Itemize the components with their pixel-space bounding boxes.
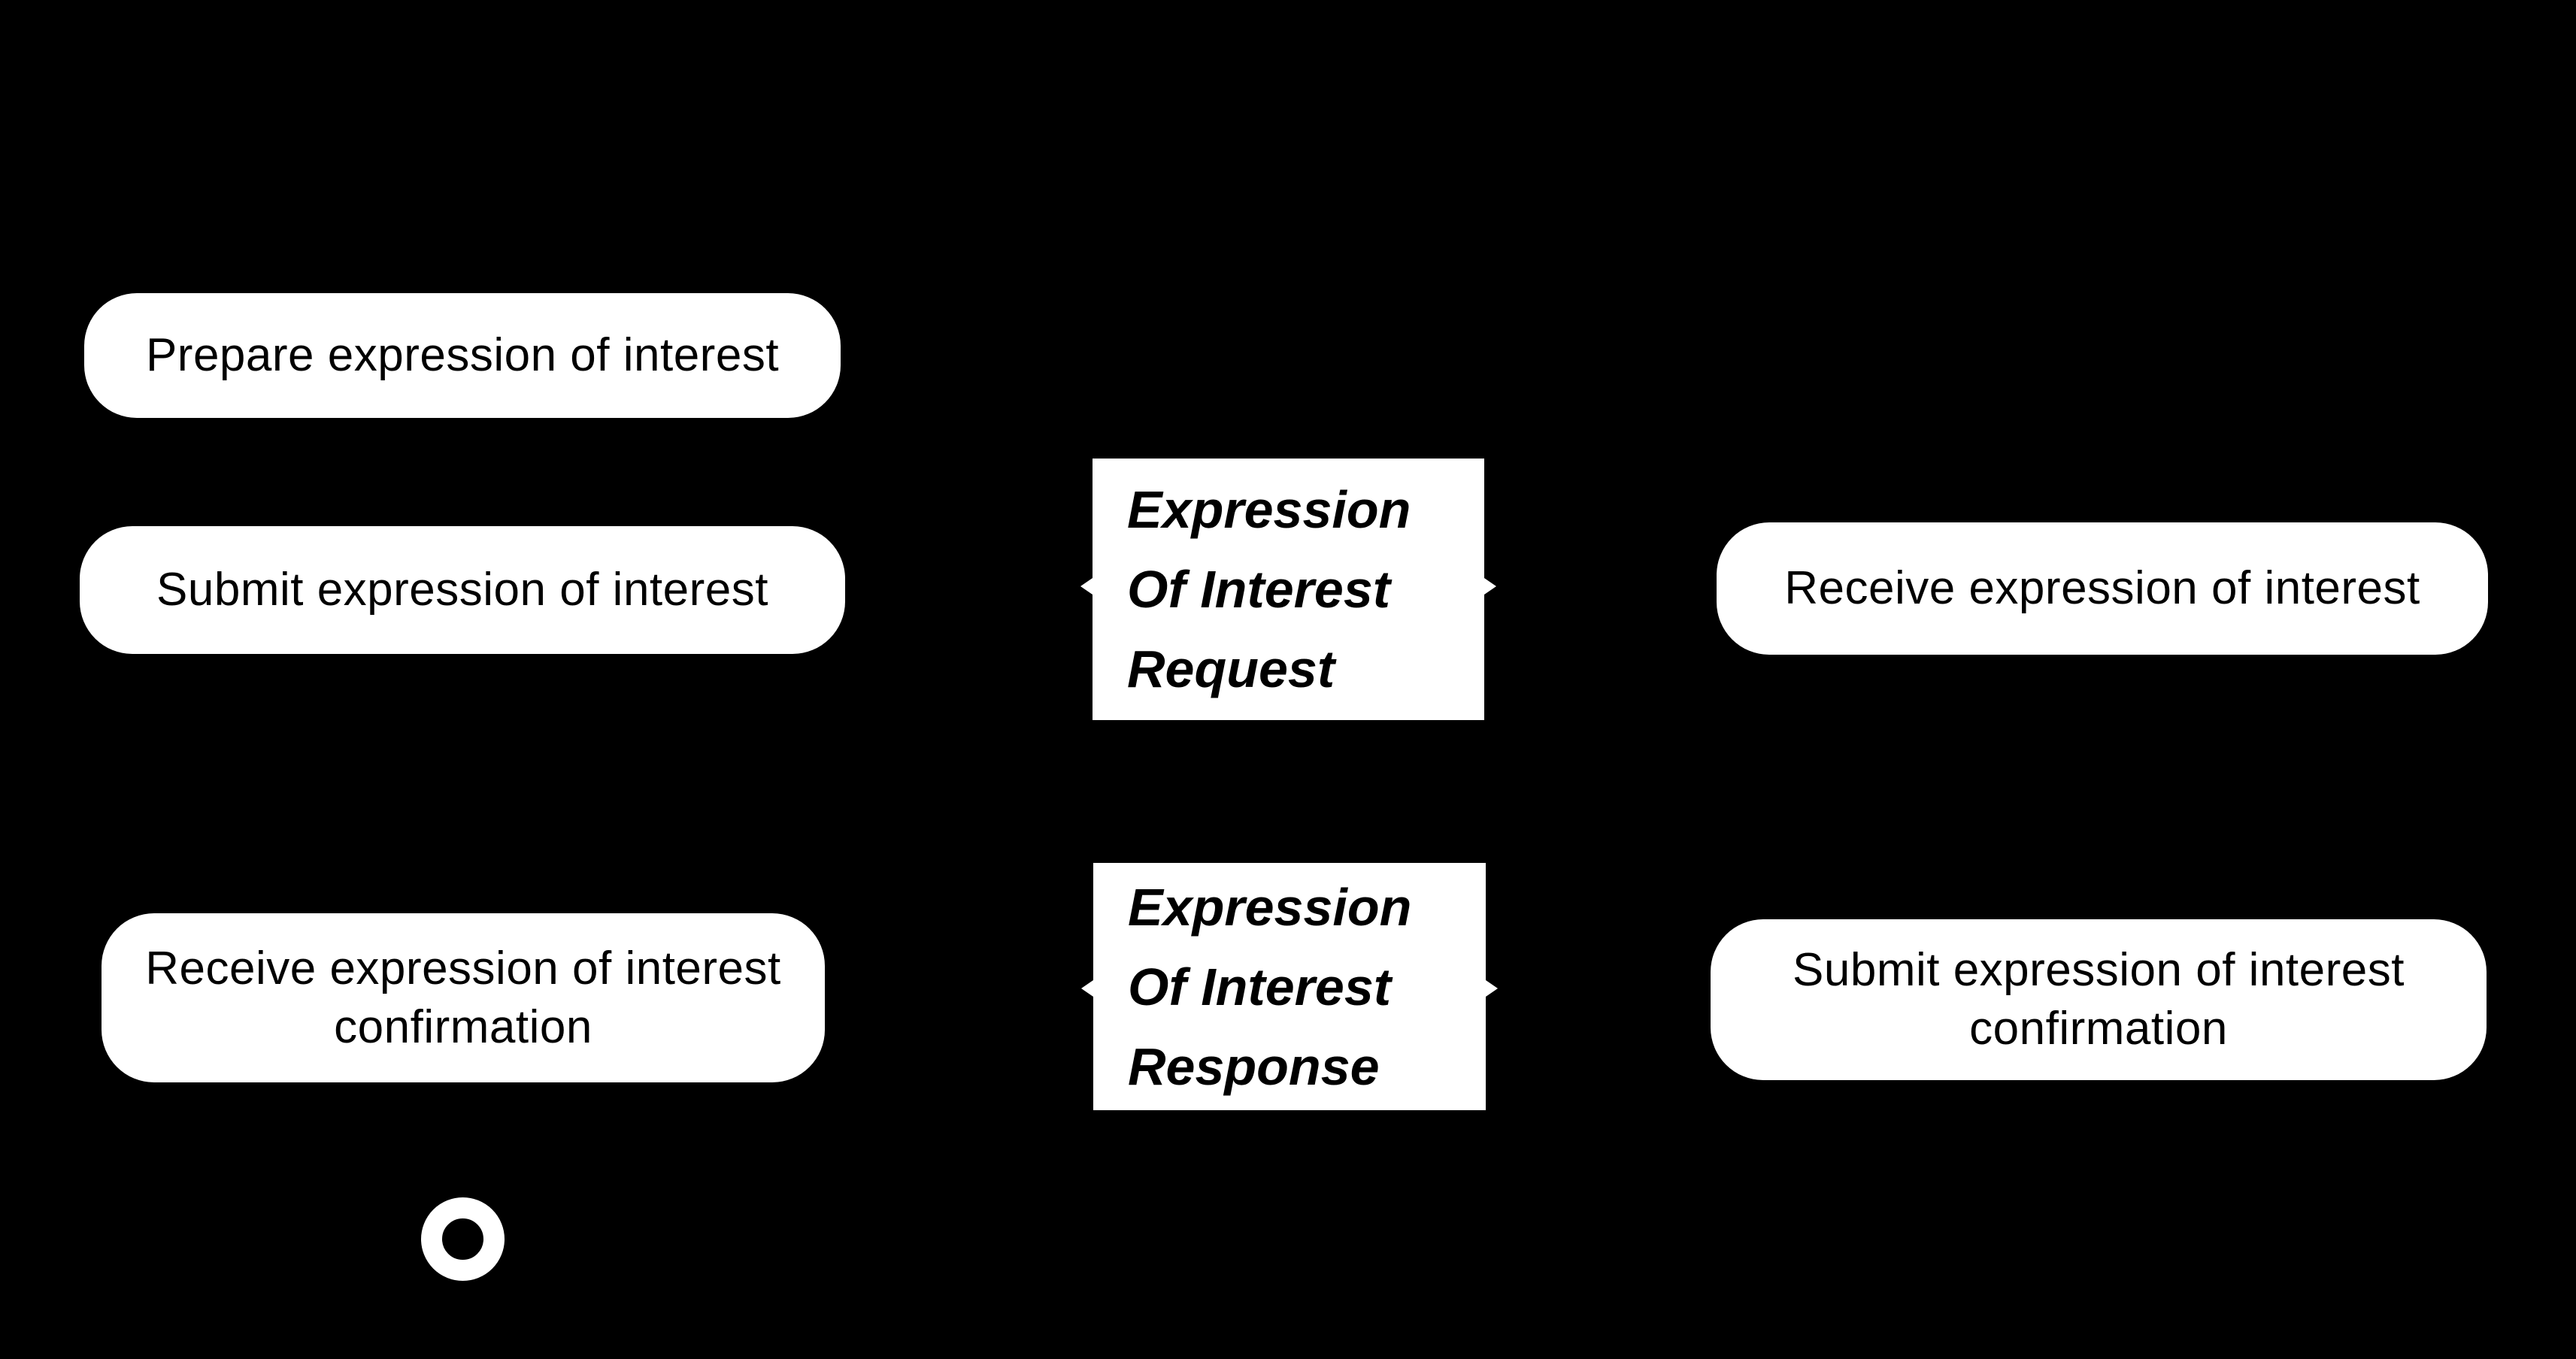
task-label: Receive expression of interest confirmat… bbox=[123, 940, 804, 1057]
message-arrowhead-tip-icon bbox=[1484, 578, 1496, 595]
message-label-line: Of Interest bbox=[1128, 957, 1392, 1016]
message-expression-of-interest-response: Expression Of Interest Response bbox=[1093, 863, 1486, 1110]
task-label-line: Submit expression of interest bbox=[1793, 944, 2405, 996]
task-label: Submit expression of interest bbox=[156, 564, 768, 616]
message-arrowhead-tip-icon bbox=[1081, 980, 1093, 997]
task-label-line: confirmation bbox=[334, 1000, 592, 1053]
message-label-line: Request bbox=[1127, 640, 1335, 698]
message-label-line: Of Interest bbox=[1127, 560, 1391, 619]
task-label-line: Receive expression of interest bbox=[145, 942, 781, 994]
message-arrowhead-tip-icon bbox=[1080, 578, 1093, 595]
message-label-line: Response bbox=[1128, 1037, 1380, 1096]
message-label-line: Expression bbox=[1128, 877, 1412, 937]
message-label-line: Expression bbox=[1127, 480, 1411, 539]
task-receive-expression-of-interest: Receive expression of interest bbox=[1717, 522, 2488, 655]
end-event-icon bbox=[421, 1197, 505, 1281]
task-receive-expression-of-interest-confirmation: Receive expression of interest confirmat… bbox=[102, 913, 825, 1082]
task-submit-expression-of-interest-confirmation: Submit expression of interest confirmati… bbox=[1711, 919, 2487, 1080]
task-label: Submit expression of interest confirmati… bbox=[1770, 941, 2427, 1058]
task-label: Prepare expression of interest bbox=[145, 329, 780, 381]
task-submit-expression-of-interest: Submit expression of interest bbox=[80, 526, 845, 654]
message-expression-of-interest-request: Expression Of Interest Request bbox=[1093, 459, 1484, 720]
task-label: Receive expression of interest bbox=[1784, 562, 2420, 614]
message-arrowhead-tip-icon bbox=[1486, 980, 1498, 997]
task-label-line: confirmation bbox=[1969, 1003, 2228, 1055]
task-prepare-expression-of-interest: Prepare expression of interest bbox=[84, 293, 841, 418]
